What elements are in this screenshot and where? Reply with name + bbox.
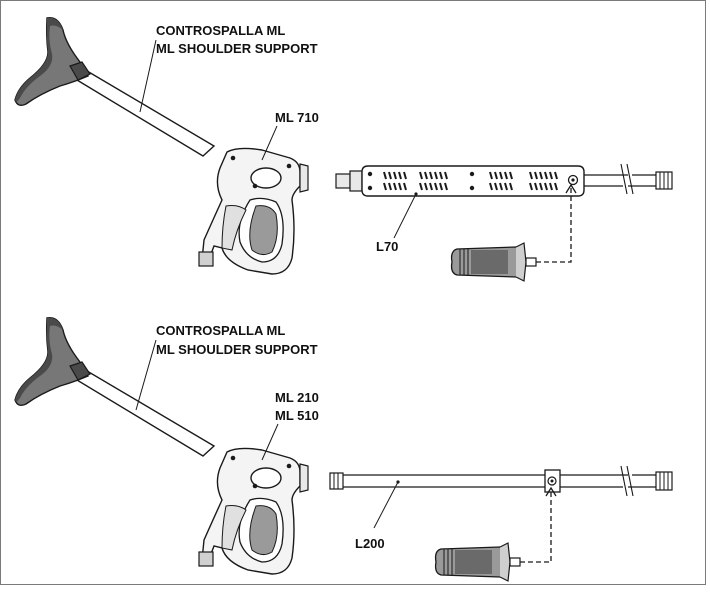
lance-label: L70 bbox=[376, 239, 398, 254]
top-assembly: CONTROSPALLA ML ML SHOULDER SUPPORT ML 7… bbox=[14, 17, 673, 282]
leader-dot bbox=[414, 192, 418, 196]
gun-leader-line bbox=[261, 423, 279, 461]
shoulder-support-icon bbox=[14, 17, 215, 157]
gun-label: ML 710 bbox=[275, 110, 319, 125]
bottom-assembly: CONTROSPALLA ML ML SHOULDER SUPPORT ML 2… bbox=[14, 317, 673, 582]
spray-gun-icon bbox=[198, 147, 309, 275]
lance-leader-line bbox=[393, 193, 417, 239]
shoulder-label-en: ML SHOULDER SUPPORT bbox=[156, 342, 318, 357]
insulated-lance-icon bbox=[335, 163, 673, 197]
mount-dashed-line bbox=[520, 490, 552, 563]
shoulder-label-en: ML SHOULDER SUPPORT bbox=[156, 41, 318, 56]
shoulder-label-it: CONTROSPALLA ML bbox=[156, 323, 285, 338]
side-handle-icon bbox=[450, 242, 537, 282]
gun-label-2: ML 510 bbox=[275, 408, 319, 423]
leader-dot bbox=[396, 480, 400, 484]
gun-leader-line bbox=[261, 125, 278, 161]
mount-dashed-line bbox=[536, 187, 572, 263]
side-handle-icon bbox=[434, 542, 521, 582]
spray-gun-icon bbox=[198, 447, 309, 575]
lance-label: L200 bbox=[355, 536, 385, 551]
arrow-up-icon bbox=[565, 183, 577, 194]
shoulder-support-icon bbox=[14, 317, 215, 457]
gun-label-1: ML 210 bbox=[275, 390, 319, 405]
shoulder-leader-line bbox=[139, 39, 157, 113]
lance-leader-line bbox=[373, 481, 399, 529]
straight-lance-icon bbox=[329, 465, 673, 497]
shoulder-leader-line bbox=[135, 339, 157, 411]
arrow-up-icon bbox=[545, 486, 557, 497]
shoulder-label-it: CONTROSPALLA ML bbox=[156, 23, 285, 38]
